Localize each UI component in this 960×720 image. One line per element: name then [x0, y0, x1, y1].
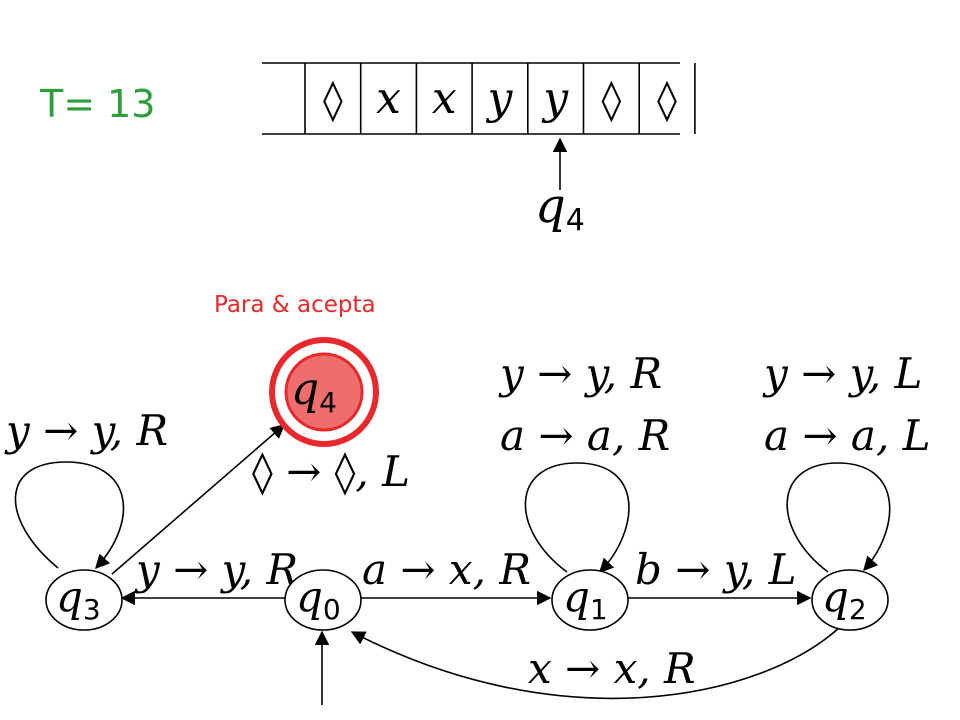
label-q3-q4: ◊ → ◊, L [252, 447, 410, 496]
state-q0-circle [284, 569, 362, 631]
state-q1-circle [551, 569, 629, 631]
label-q1-loop-2: a → a, R [500, 411, 670, 460]
head-state-sub: 4 [566, 203, 585, 238]
label-q2-loop-2: a → a, L [764, 411, 931, 460]
label-q1-loop-1: y → y, R [498, 349, 662, 398]
loop-q1 [524, 462, 630, 574]
label-q0-q1: a → x, R [362, 545, 531, 594]
tape-cell: x [376, 73, 401, 124]
step-counter: T= 13 [39, 82, 155, 126]
accept-core [284, 352, 364, 432]
state-q2-circle [811, 569, 889, 631]
tape-cell: ◊ [601, 77, 621, 123]
tape-cell: ◊ [323, 77, 343, 123]
transition-labels: a → x, R b → y, L x → x, R y → y, R ◊ → … [4, 349, 931, 693]
tape-cell: ◊ [657, 77, 677, 123]
edge-q3-q4 [111, 424, 286, 575]
label-q2-q0: x → x, R [528, 644, 696, 693]
tape-cell: y [541, 73, 569, 124]
head-state-label: q4 [535, 178, 585, 238]
transitions [14, 424, 891, 705]
label-q0-q3: y → y, R [134, 545, 298, 594]
label-q1-q2: b → y, L [635, 545, 797, 594]
label-q3-loop: y → y, R [4, 406, 168, 455]
state-q0-label: q0 [296, 572, 341, 626]
state-q1-label: q1 [563, 572, 608, 626]
state-q3-label: q3 [56, 572, 101, 626]
state-q4: q4 [269, 337, 379, 447]
state-q2-label: q2 [822, 572, 867, 626]
tape-cell: x [432, 73, 457, 124]
tape-head: q4 [535, 137, 585, 238]
state-q4-label: q4 [291, 364, 337, 419]
state-q0: q0 [284, 569, 362, 631]
state-q3-circle [45, 569, 123, 631]
label-q2-loop-1: y → y, L [762, 349, 922, 398]
loop-q3 [14, 461, 125, 570]
state-q3: q3 [45, 569, 123, 631]
loop-q2 [786, 462, 891, 573]
state-q1: q1 [551, 569, 629, 631]
state-q2: q2 [811, 569, 889, 631]
tape-cell: y [486, 73, 514, 124]
edge-q2-q0 [350, 626, 841, 700]
head-state-name: q [535, 178, 566, 234]
halt-note: Para & acepta [214, 292, 376, 318]
